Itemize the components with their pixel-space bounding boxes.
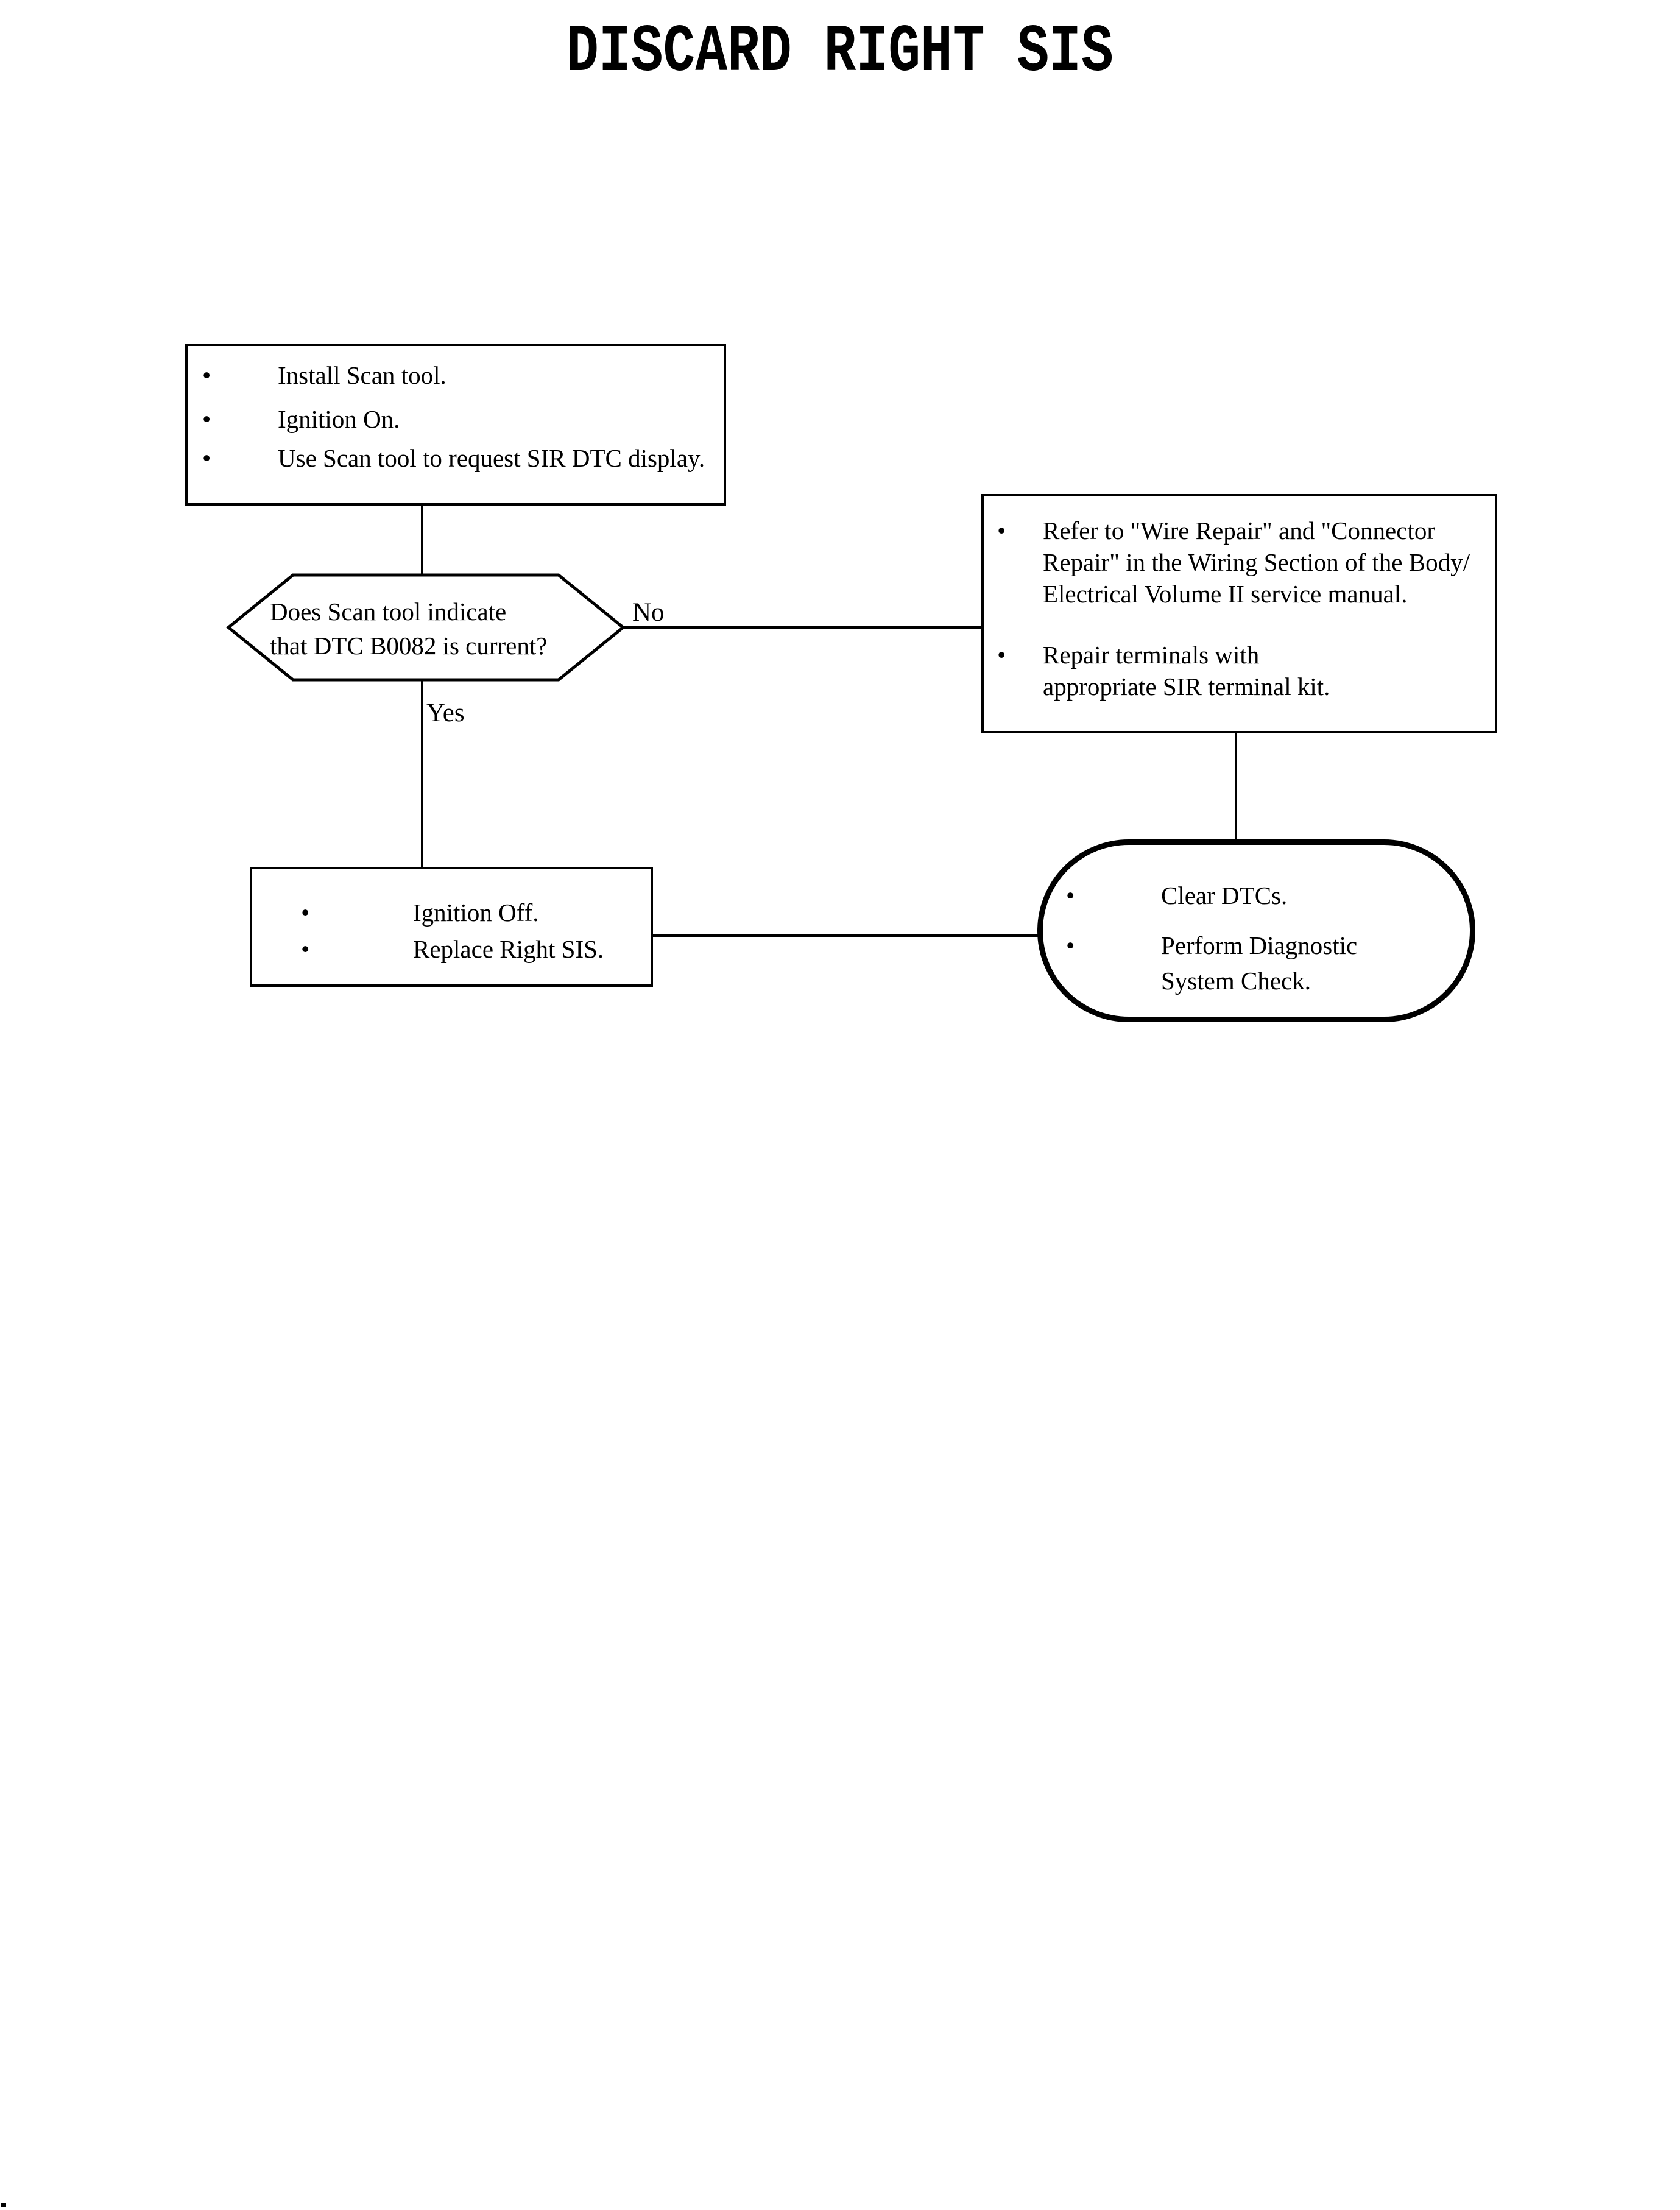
repair-step-2-line-1: Repair terminals with: [1043, 641, 1260, 669]
repair-step-2-line-2: appropriate SIR terminal kit.: [1043, 673, 1330, 701]
bullet-icon: •: [202, 405, 211, 433]
branch-label-yes: Yes: [426, 699, 465, 727]
list-item: • Use Scan tool to request SIR DTC displ…: [188, 443, 720, 473]
repair-step-1-line-1: Refer to "Wire Repair" and "Connector: [1043, 517, 1435, 545]
start-step-3: Use Scan tool to request SIR DTC display…: [278, 444, 705, 472]
decision-question-line-2: that DTC B0082 is current?: [270, 632, 548, 660]
terminal-pill: • Clear DTCs. • Perform Diagnostic Syste…: [1037, 839, 1475, 1022]
bullet-icon: •: [997, 641, 1006, 669]
action-step-2: Replace Right SIS.: [413, 935, 604, 963]
terminal-step-2-line-1: Perform Diagnostic: [1161, 931, 1358, 959]
bullet-icon: •: [301, 935, 310, 963]
terminal-step-2-line-2: System Check.: [1161, 967, 1311, 995]
action-step-1: Ignition Off.: [413, 898, 539, 927]
list-item: • Perform Diagnostic System Check.: [1043, 928, 1464, 998]
list-item: • Install Scan tool.: [188, 361, 720, 390]
list-item: • Ignition Off.: [252, 897, 647, 928]
start-step-1: Install Scan tool.: [278, 361, 446, 389]
branch-label-no: No: [632, 598, 665, 627]
repair-step-2: Repair terminals with appropriate SIR te…: [1043, 639, 1489, 702]
decision-question: Does Scan tool indicate that DTC B0082 i…: [270, 595, 587, 663]
bullet-icon: •: [202, 444, 211, 472]
repair-box: • Refer to "Wire Repair" and "Connector …: [981, 494, 1497, 733]
action-box: • Ignition Off. • Replace Right SIS.: [250, 867, 653, 987]
list-item: • Replace Right SIS.: [252, 934, 647, 964]
page-title: DISCARD RIGHT SIS: [566, 15, 1114, 91]
list-item: • Ignition On.: [188, 404, 720, 434]
page-corner-mark: [1, 2203, 6, 2207]
start-step-2: Ignition On.: [278, 405, 400, 433]
repair-step-1-line-3: Electrical Volume II service manual.: [1043, 580, 1408, 608]
bullet-icon: •: [1066, 881, 1075, 909]
terminal-step-2: Perform Diagnostic System Check.: [1161, 928, 1464, 998]
list-item: • Repair terminals with appropriate SIR …: [984, 639, 1489, 702]
start-box: • Install Scan tool. • Ignition On. • Us…: [185, 344, 726, 506]
repair-step-1: Refer to "Wire Repair" and "Connector Re…: [1043, 515, 1489, 610]
decision-question-line-1: Does Scan tool indicate: [270, 598, 507, 626]
list-item: • Refer to "Wire Repair" and "Connector …: [984, 515, 1489, 610]
repair-step-1-line-2: Repair" in the Wiring Section of the Bod…: [1043, 548, 1470, 576]
decision-shape: [226, 573, 626, 682]
list-item: • Clear DTCs.: [1043, 878, 1464, 913]
terminal-step-1: Clear DTCs.: [1161, 881, 1288, 909]
bullet-icon: •: [202, 361, 211, 389]
bullet-icon: •: [997, 517, 1006, 545]
bullet-icon: •: [301, 898, 310, 927]
bullet-icon: •: [1066, 931, 1075, 959]
